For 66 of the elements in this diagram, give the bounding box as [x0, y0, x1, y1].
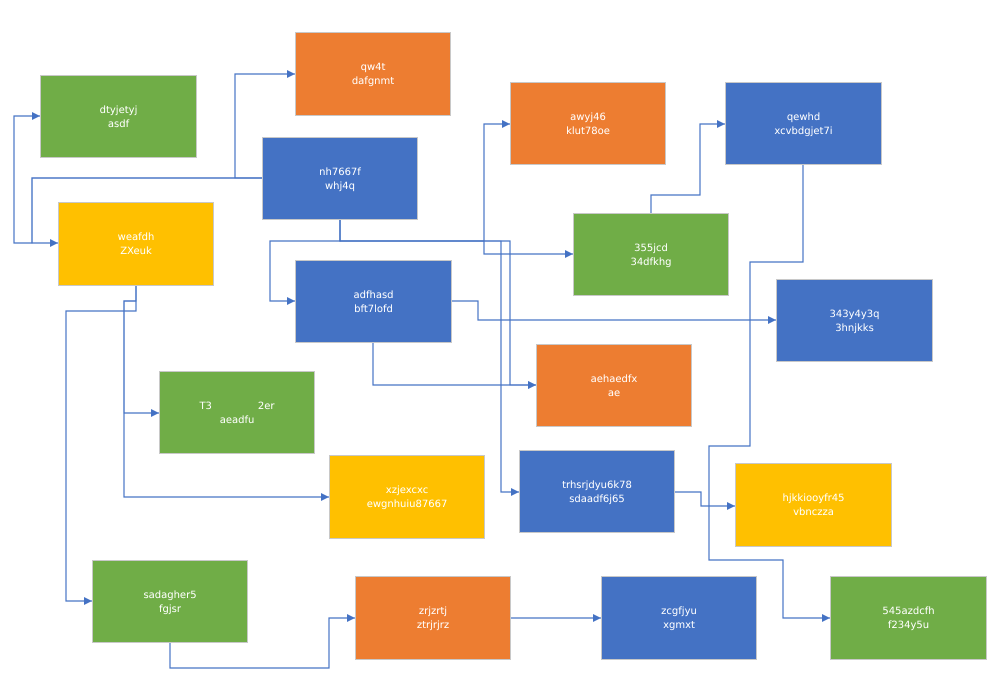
box-label: adfhasd: [353, 289, 394, 303]
box-label: ewgnhuiu87667: [366, 498, 448, 512]
box-label: weafdh: [118, 231, 154, 245]
connector-arrow: [234, 70, 295, 179]
connector-arrow: [339, 220, 519, 496]
process-box: [776, 279, 933, 362]
process-box: [58, 202, 214, 286]
box-label: 545azdcfh: [882, 605, 935, 619]
box-label: xzjexcxc: [386, 484, 428, 498]
box-label: hjkkiooyfr45: [782, 492, 844, 506]
process-box: [159, 371, 315, 454]
box-label: fgjsr: [159, 603, 181, 617]
box-label: zcgfjyu: [661, 605, 697, 619]
process-box: [329, 455, 485, 539]
box-label: xgmxt: [663, 619, 695, 633]
box-label: whj4q: [324, 180, 355, 194]
box-label: asdf: [108, 118, 130, 132]
connector-arrow: [650, 120, 725, 213]
connector-arrow: [169, 614, 355, 669]
box-label: 3hnjkks: [835, 322, 874, 336]
box-label: dtyjetyj: [100, 104, 138, 118]
box-label: T3: [199, 400, 212, 414]
process-box: [355, 576, 511, 660]
process-box: [40, 75, 197, 158]
box-label: qewhd: [786, 111, 820, 125]
process-box: [295, 260, 452, 343]
connector-arrow: [452, 300, 776, 324]
process-box: [830, 576, 987, 660]
box-label: ZXeuk: [120, 245, 152, 259]
box-label: qw4t: [360, 61, 386, 75]
box-label: aeadfu: [220, 414, 254, 428]
process-box: [601, 576, 757, 660]
connector-arrow: [31, 177, 262, 247]
box-label: 355jcd: [634, 242, 668, 256]
connector-arrow: [372, 343, 536, 389]
box-label: 2er: [258, 400, 275, 414]
process-box: [262, 137, 418, 220]
box-label: 34dfkhg: [630, 256, 672, 270]
box-label: awyj46: [570, 111, 606, 125]
box-label: klut78oe: [566, 125, 610, 139]
process-box: [519, 450, 675, 533]
box-label: bft7lofd: [354, 303, 393, 317]
box-label: nh7667f: [319, 166, 361, 180]
box-label: ae: [608, 387, 620, 401]
box-label: vbnczza: [793, 506, 834, 520]
connector-arrow: [65, 286, 137, 605]
process-box: [510, 82, 666, 165]
process-box: [725, 82, 882, 165]
process-box: [573, 213, 729, 296]
connector-arrow: [511, 614, 601, 622]
process-box: [536, 344, 692, 427]
box-label: dafgnmt: [352, 75, 394, 89]
box-label: trhsrjdyu6k78: [562, 479, 632, 493]
process-box: [92, 560, 248, 643]
box-label: sdaadf6j65: [569, 493, 625, 507]
box-label: xcvbdgjet7i: [774, 125, 833, 139]
process-box: [735, 463, 892, 547]
box-label: zrjzrtj: [418, 605, 448, 619]
box-label: ztrjrjrz: [416, 619, 450, 633]
connector-arrow: [675, 491, 735, 510]
box-label: aehaedfx: [590, 373, 638, 387]
box-label: f234y5u: [888, 619, 930, 633]
process-box: [295, 32, 451, 116]
box-label: 343y4y3q: [830, 308, 880, 322]
connector-arrow: [708, 165, 830, 622]
box-label: sadagher5: [143, 589, 197, 603]
